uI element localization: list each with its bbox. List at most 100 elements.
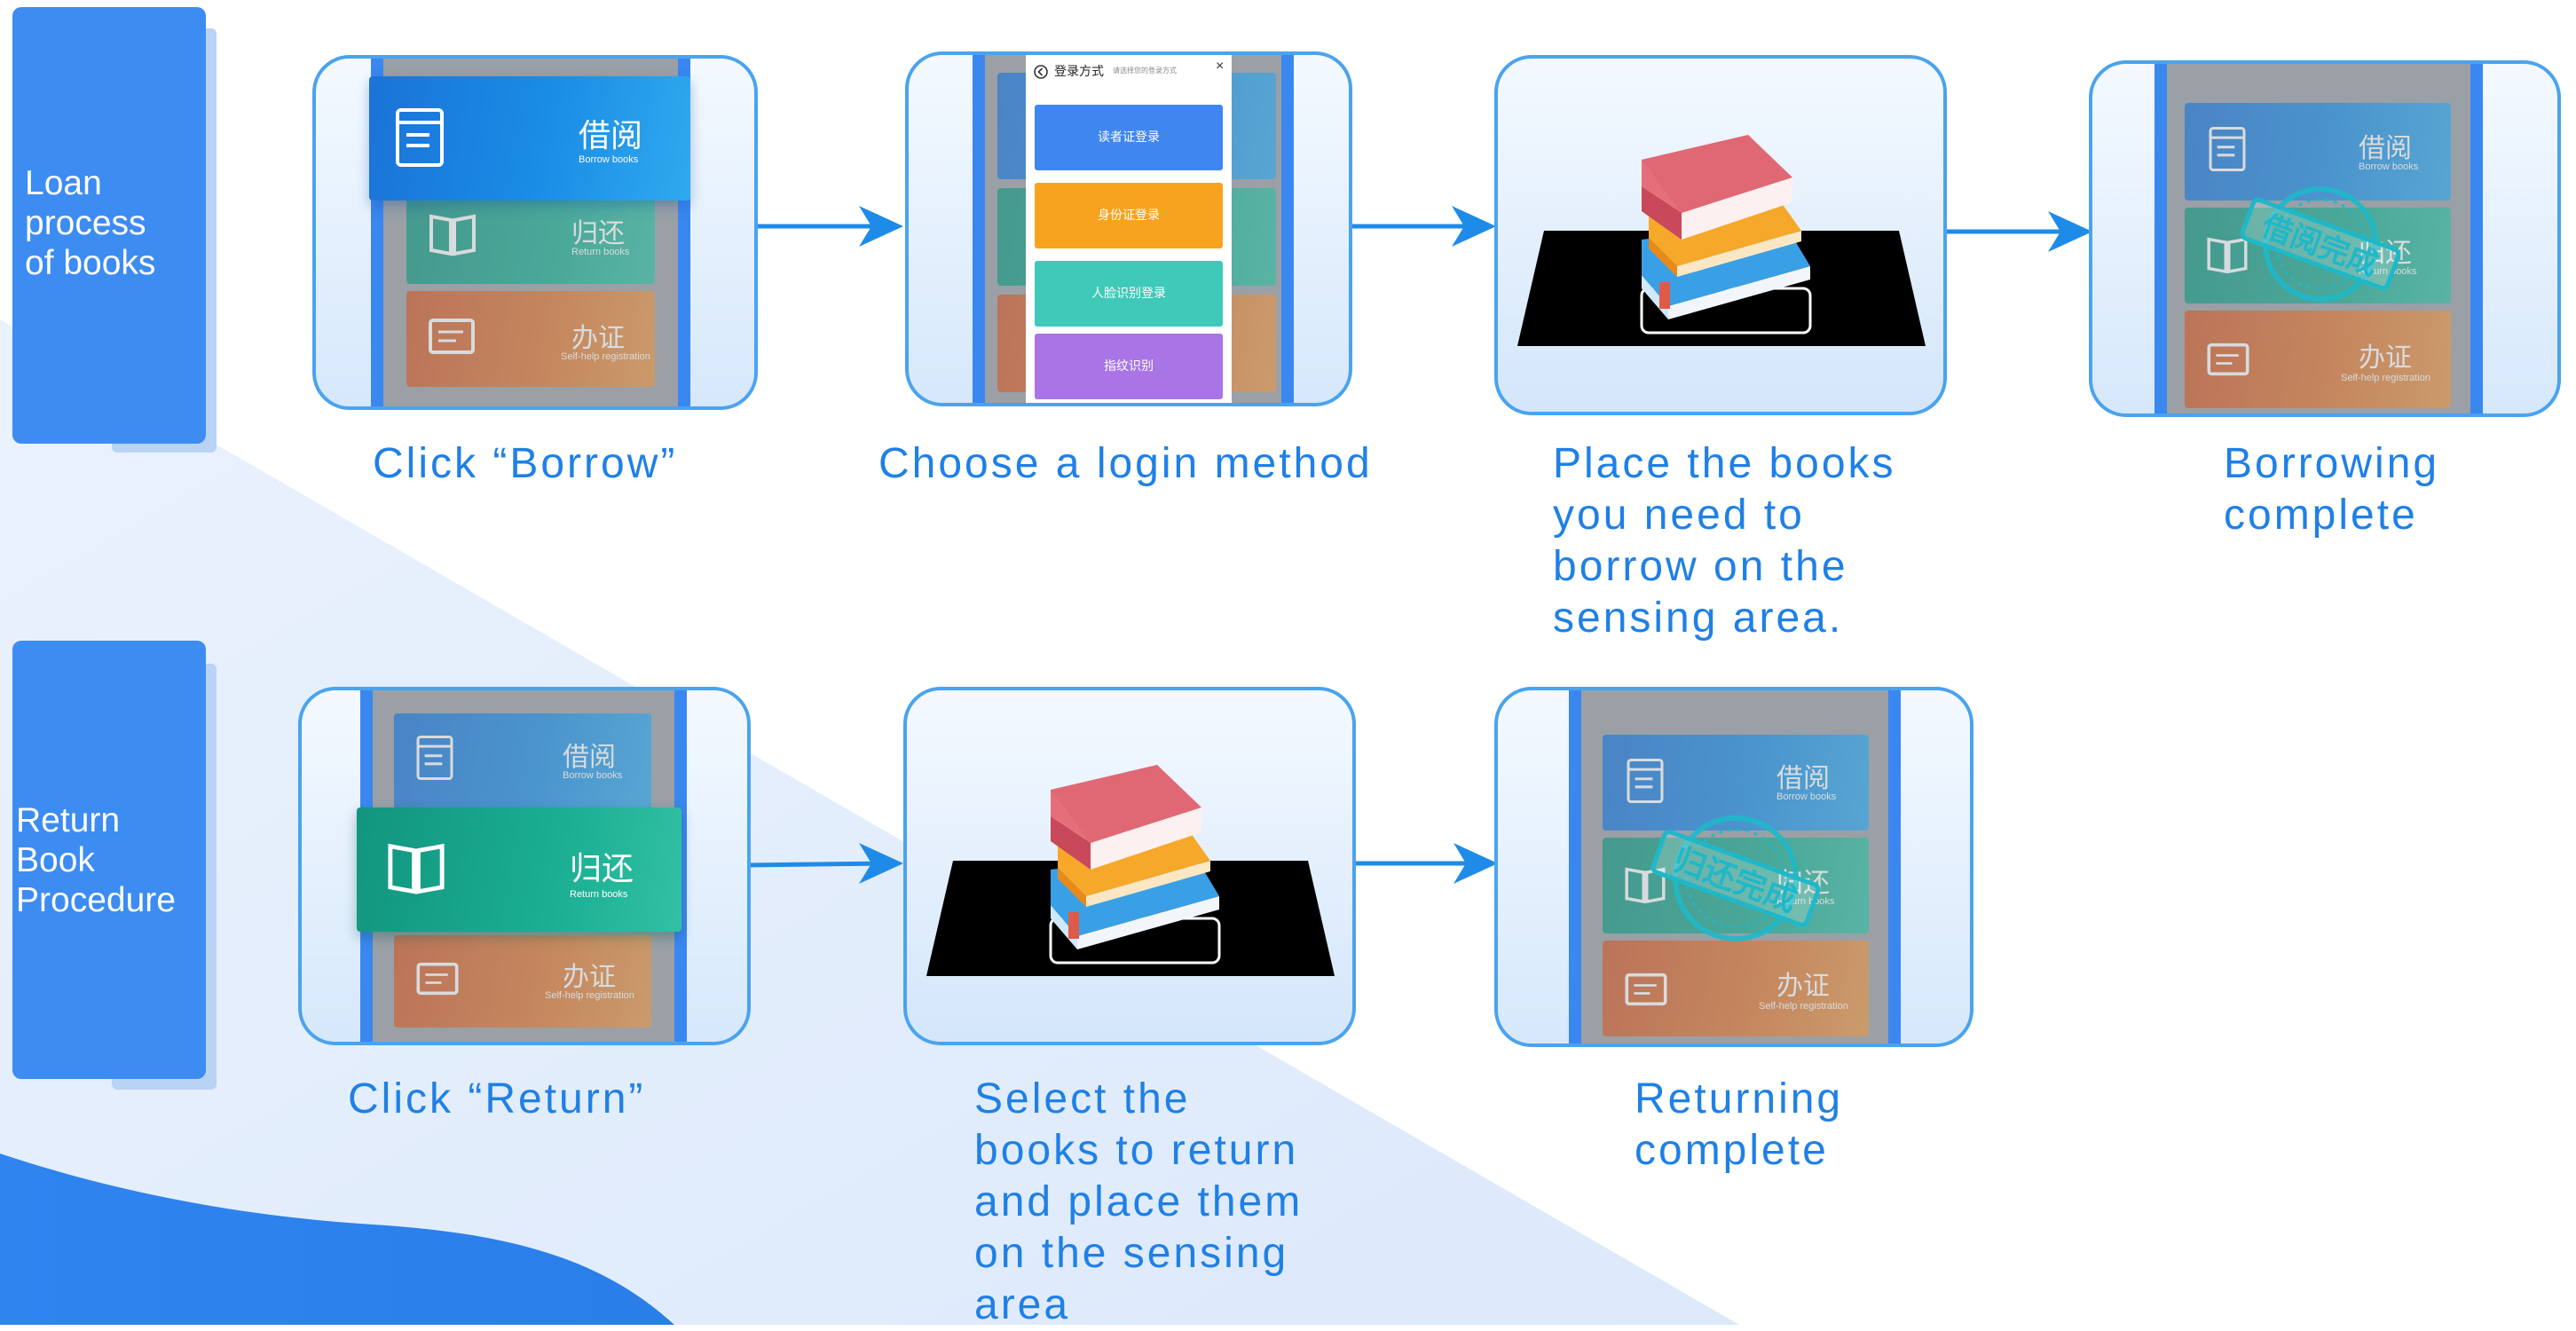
id-card-icon <box>2207 343 2249 376</box>
label-line: you need to <box>1553 492 1805 539</box>
popup-title: 登录方式 <box>1054 65 1104 79</box>
header-line: Loan <box>25 164 102 202</box>
tile-subtitle: Return books <box>571 247 630 257</box>
login-option-fingerprint[interactable]: 指纹识别 <box>1035 334 1223 399</box>
borrow-tile: 借阅 Borrow books <box>1603 735 1869 831</box>
borrow-tile[interactable]: 借阅 Borrow books <box>369 76 690 201</box>
return-tile[interactable]: 归还 Return books <box>357 807 681 932</box>
loan-process-header: Loan process of books <box>12 7 206 444</box>
step-card-login-method: 登录方式 请选择您的登录方式 × 读者证登录 身份证登录 人脸识别登录 指纹识别 <box>905 51 1352 406</box>
header-line: of books <box>25 244 156 282</box>
tile-subtitle: Self-help registration <box>1759 1001 1848 1012</box>
header-line: Return <box>16 801 121 839</box>
open-book-icon <box>388 843 445 894</box>
label-line: and place them <box>974 1178 1304 1225</box>
register-tile: 办证 Self-help registration <box>1603 941 1869 1036</box>
login-method-popup: 登录方式 请选择您的登录方式 × 读者证登录 身份证登录 人脸识别登录 指纹识别 <box>1026 55 1232 403</box>
return-complete-stamp: 归还完成 <box>1650 815 1821 941</box>
label-line: sensing area. <box>1553 595 1844 642</box>
step-label: Borrowing complete <box>2224 438 2439 541</box>
borrow-complete-stamp: 借阅完成 <box>2240 186 2401 302</box>
tile-title: 办证 <box>571 323 625 354</box>
book-list-icon <box>2209 126 2246 172</box>
tile-subtitle: Borrow books <box>2359 161 2419 172</box>
tile-subtitle: Self-help registration <box>561 351 650 362</box>
label-line: Returning <box>1635 1075 1844 1122</box>
id-card-icon <box>1625 973 1667 1006</box>
label-line: area <box>974 1281 1071 1328</box>
tile-title: 归还 <box>570 851 634 887</box>
tile-subtitle: Self-help registration <box>2341 373 2430 383</box>
arrow-right-icon <box>754 206 903 247</box>
step-label: Choose a login method <box>878 438 1373 490</box>
header-line: Book <box>16 841 95 879</box>
header-line: Procedure <box>16 881 176 919</box>
book-list-icon <box>396 108 444 167</box>
login-option-id-card[interactable]: 身份证登录 <box>1035 183 1223 248</box>
register-tile: 办证 Self-help registration <box>406 291 655 387</box>
id-card-icon <box>429 319 475 354</box>
close-icon[interactable]: × <box>1216 59 1225 74</box>
login-option-face[interactable]: 人脸识别登录 <box>1035 261 1223 327</box>
step-label: Returning complete <box>1635 1074 1843 1177</box>
back-circle-icon[interactable] <box>1033 64 1049 80</box>
book-list-icon <box>1627 758 1664 804</box>
step-label: Click “Borrow” <box>373 438 677 490</box>
option-label: 身份证登录 <box>1098 209 1160 223</box>
step-card-returning-complete: 借阅 Borrow books 归还 Return books 办证 Self-… <box>1494 687 1973 1047</box>
tile-title: 归还 <box>2359 231 2412 270</box>
header-line: process <box>25 204 146 242</box>
tile-subtitle: Self-help registration <box>545 990 634 1001</box>
register-tile: 办证 Self-help registration <box>394 935 651 1028</box>
step-card-borrowing-complete: 借阅 Borrow books 归还 Return books 办证 Self-… <box>2089 60 2561 417</box>
label-line: Click “Borrow” <box>373 440 678 487</box>
id-card-icon <box>416 962 459 996</box>
step-label: Click “Return” <box>348 1074 645 1125</box>
return-tile: 归还 Return books <box>406 192 655 284</box>
step-card-click-borrow: 归还 Return books 办证 Self-help registratio… <box>312 55 758 410</box>
arrow-right-icon <box>1347 206 1496 247</box>
tile-subtitle: Return books <box>2359 266 2417 277</box>
arrow-right-icon <box>1349 843 1498 884</box>
label-line: Place the books <box>1553 440 1896 487</box>
tile-title: 办证 <box>563 962 616 993</box>
tile-title: 借阅 <box>1776 763 1830 794</box>
label-line: borrow on the <box>1553 543 1848 590</box>
open-book-icon <box>2207 237 2248 274</box>
arrow-right-icon <box>1943 211 2092 252</box>
option-label: 人脸识别登录 <box>1091 287 1166 301</box>
tile-title: 借阅 <box>2359 133 2412 164</box>
option-label: 读者证登录 <box>1098 130 1160 145</box>
tile-title: 归还 <box>571 218 625 249</box>
tile-subtitle: Return books <box>570 889 628 900</box>
book-stack-icon <box>1517 135 1926 346</box>
tile-title: 办证 <box>1776 971 1830 1002</box>
register-tile: 办证 Self-help registration <box>2185 311 2451 408</box>
tile-title: 办证 <box>2359 343 2412 374</box>
login-option-reader-card[interactable]: 读者证登录 <box>1035 105 1223 170</box>
step-label: Select the books to return and place the… <box>974 1074 1303 1331</box>
label-line: complete <box>2224 492 2418 539</box>
return-procedure-header: Return Book Procedure <box>12 641 206 1079</box>
borrow-tile: 借阅 Borrow books <box>394 713 651 809</box>
tile-title: 借阅 <box>563 742 616 773</box>
label-line: complete <box>1635 1127 1829 1174</box>
tile-subtitle: Borrow books <box>579 154 639 165</box>
arrow-right-icon <box>747 843 903 884</box>
tile-subtitle: Borrow books <box>1776 792 1837 802</box>
tile-title: 借阅 <box>579 118 643 154</box>
tile-subtitle: Borrow books <box>563 770 623 781</box>
label-line: on the sensing <box>974 1230 1289 1277</box>
book-stack-icon <box>926 765 1335 976</box>
label-line: Click “Return” <box>348 1075 646 1122</box>
borrow-tile: 借阅 Borrow books <box>2185 103 2451 201</box>
label-line: Borrowing <box>2224 440 2440 487</box>
book-list-icon <box>416 735 453 781</box>
step-card-click-return: 借阅 Borrow books 办证 Self-help registratio… <box>298 687 751 1045</box>
step-label: Place the books you need to borrow on th… <box>1553 438 1896 644</box>
label-line: Select the <box>974 1075 1191 1122</box>
option-label: 指纹识别 <box>1104 359 1154 374</box>
label-line: Choose a login method <box>878 440 1373 487</box>
open-book-icon <box>429 214 476 256</box>
